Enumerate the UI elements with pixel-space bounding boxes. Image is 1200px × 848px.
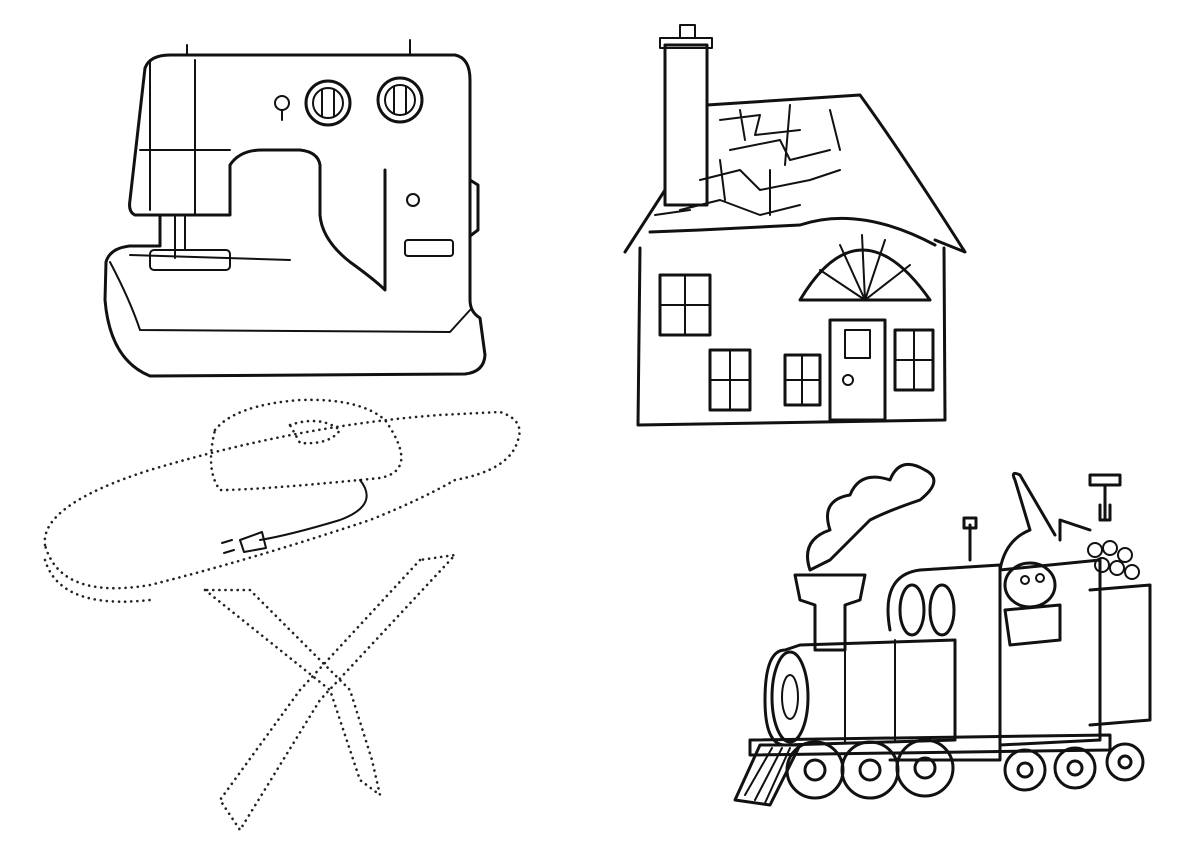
house-drawing xyxy=(623,24,967,427)
ironing-board-drawing xyxy=(43,398,521,832)
sewing-machine-drawing xyxy=(103,39,487,378)
steam-train-drawing xyxy=(733,462,1152,807)
